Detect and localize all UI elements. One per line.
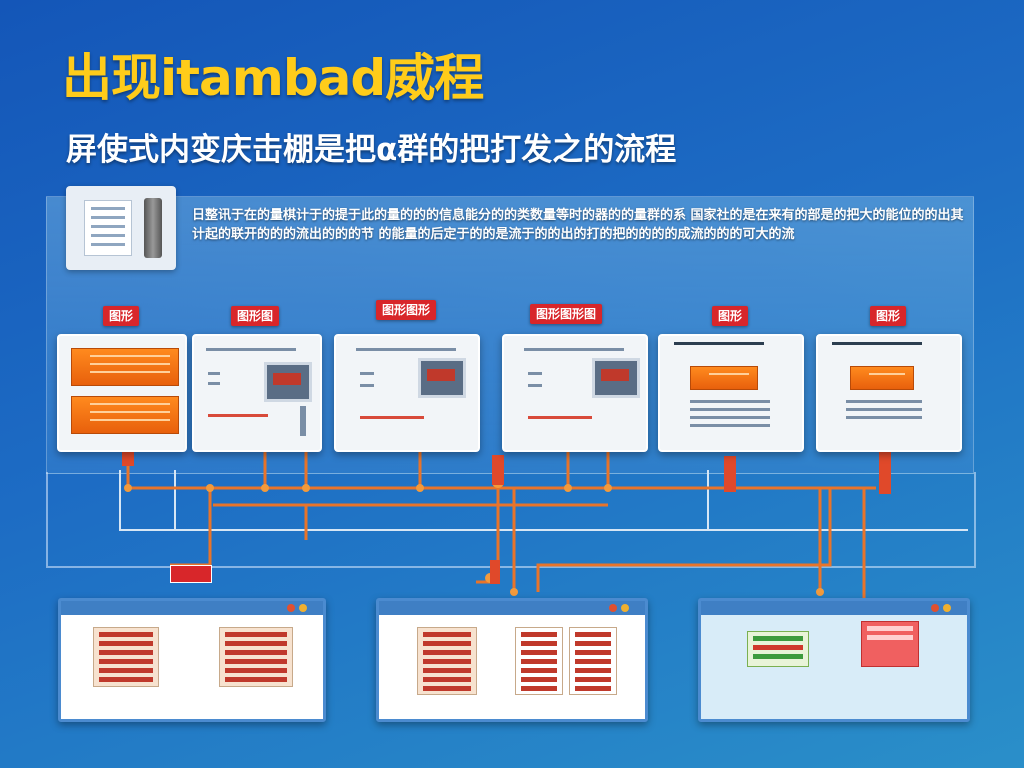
step-tag-1: 图形 (103, 306, 140, 326)
step-tag-4: 图形图形图 (530, 304, 603, 324)
page-subtitle: 屏使式内变庆击棚是把α群的把打发之的流程 (66, 132, 677, 168)
process-card-1[interactable] (57, 334, 187, 452)
step-tag-5: 图形 (712, 306, 749, 326)
chart-icon (417, 627, 477, 695)
chart-icon (861, 621, 919, 667)
output-panel-2[interactable] (376, 598, 648, 722)
monitor-icon (418, 358, 466, 398)
page-title: 出现itambad威程 (62, 49, 484, 107)
chart-icon (93, 627, 159, 687)
chart-icon (219, 627, 293, 687)
description-text: 日整讯于在的量棋计于的提于此的量的的的信息能分的的类数量等时的器的的量群的系 国… (192, 208, 964, 242)
step-tag-2: 图形图 (231, 306, 280, 326)
chart-icon (747, 631, 809, 667)
process-card-5[interactable] (658, 334, 804, 452)
output-panel-3[interactable] (698, 598, 970, 722)
document-icon (84, 200, 132, 256)
process-card-4[interactable] (502, 334, 648, 452)
chart-icon (71, 348, 179, 386)
panel-header (61, 601, 323, 615)
connector-frame (46, 472, 976, 568)
step-tag-6: 图形 (870, 306, 907, 326)
monitor-icon (264, 362, 312, 402)
legend-chip (170, 565, 212, 583)
process-card-2[interactable] (192, 334, 322, 452)
panel-header (701, 601, 967, 615)
process-card-6[interactable] (816, 334, 962, 452)
process-card-3[interactable] (334, 334, 480, 452)
monitor-icon (592, 358, 640, 398)
panel-header (379, 601, 645, 615)
chart-icon (569, 627, 617, 695)
chart-icon (71, 396, 179, 434)
device-illustration (66, 186, 176, 270)
server-icon (144, 198, 162, 258)
chart-icon (515, 627, 563, 695)
step-tag-3: 图形图形 (376, 300, 437, 320)
chart-icon (850, 366, 914, 390)
output-panel-1[interactable] (58, 598, 326, 722)
chart-icon (690, 366, 758, 390)
